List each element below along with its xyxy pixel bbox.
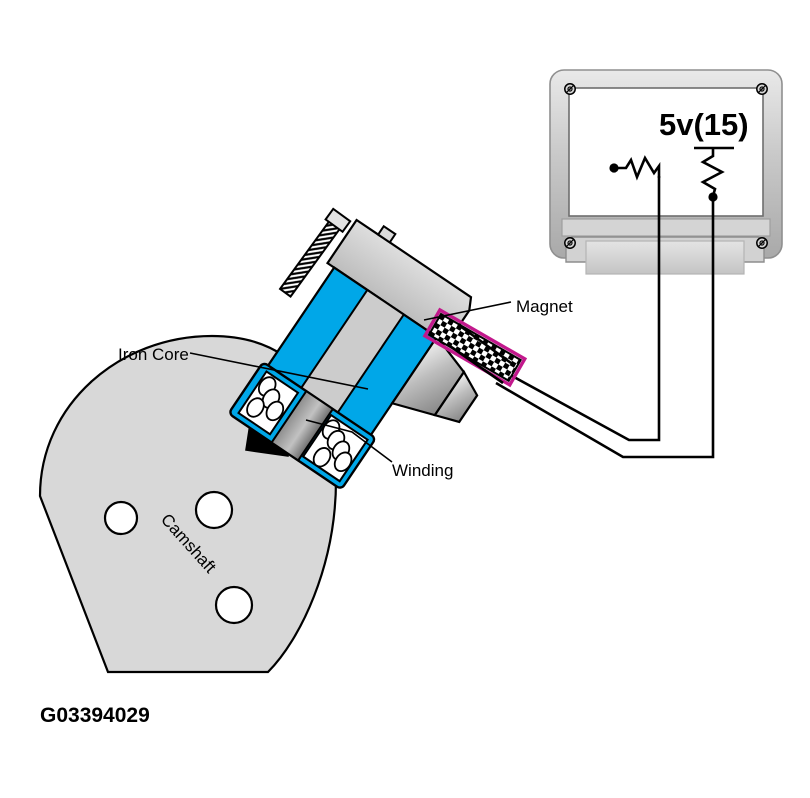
bolt-head bbox=[324, 207, 352, 234]
iron-core-bar bbox=[270, 389, 335, 462]
callout-leaders bbox=[189, 301, 512, 463]
leader-iron-core bbox=[189, 352, 369, 390]
iron-core-label: Iron Core bbox=[118, 345, 189, 364]
screw-top-right bbox=[756, 83, 768, 95]
winding-coils-left bbox=[237, 370, 300, 436]
screw-bottom-right bbox=[756, 237, 768, 249]
supply-voltage-label: 5v(15) bbox=[659, 107, 749, 142]
ecu-recess-band bbox=[561, 218, 771, 237]
camshaft-hole-1 bbox=[103, 500, 139, 536]
cable-sheath bbox=[446, 324, 512, 385]
leader-magnet bbox=[423, 301, 512, 321]
sensor-pole-tip bbox=[433, 369, 479, 424]
magnet-highlight-outline bbox=[422, 307, 528, 388]
camshaft-hole-2 bbox=[194, 490, 234, 530]
signal-resistor-symbol bbox=[616, 155, 661, 181]
screw-top-left bbox=[564, 83, 576, 95]
sensor-harness bbox=[495, 262, 715, 459]
pullup-node-dot bbox=[708, 192, 718, 202]
mounting-bolt bbox=[278, 207, 352, 298]
figure-id-label: G03394029 bbox=[40, 704, 150, 727]
cable-edge-lower bbox=[446, 342, 504, 385]
cable-edge-upper bbox=[459, 324, 512, 365]
leader-winding bbox=[305, 419, 393, 463]
ecu-module: 5v(15) bbox=[549, 69, 783, 275]
pullup-resistor-symbol bbox=[700, 148, 725, 197]
screw-bottom-left bbox=[564, 237, 576, 249]
magnet-label: Magnet bbox=[516, 297, 573, 316]
ecu-internal-circuit: 5v(15) bbox=[609, 107, 749, 262]
camshaft-hole-3 bbox=[214, 585, 254, 625]
harness-wire-signal bbox=[502, 262, 661, 442]
sensor-flange-tab bbox=[376, 224, 397, 244]
ecu-connector-block bbox=[585, 240, 745, 275]
ecu-screws bbox=[564, 83, 768, 249]
ecu-face-panel bbox=[568, 87, 764, 217]
harness-wire-supply bbox=[495, 262, 715, 459]
sensor-assembly bbox=[229, 207, 479, 489]
winding-label: Winding bbox=[392, 461, 453, 480]
signal-node-dot bbox=[609, 163, 619, 173]
